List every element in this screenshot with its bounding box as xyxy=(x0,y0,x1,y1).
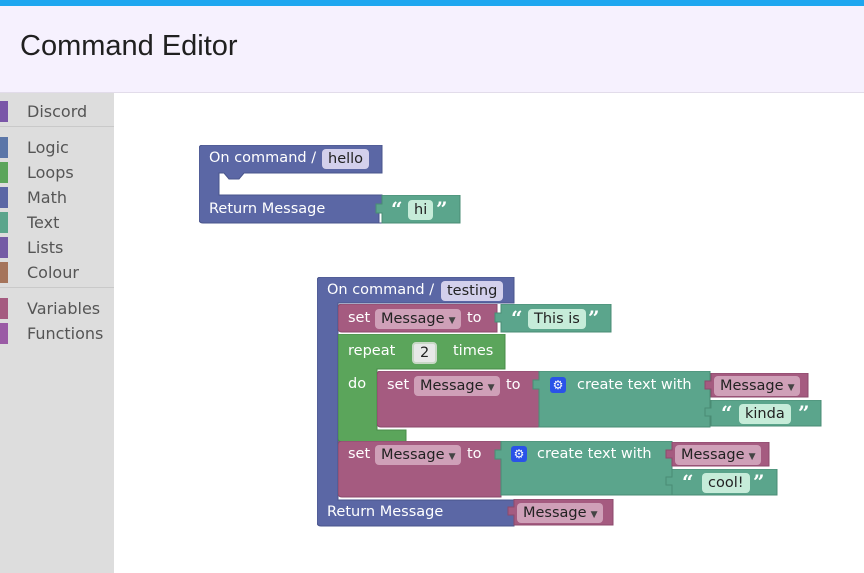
category-color-swatch xyxy=(0,262,8,283)
variable-getter-dropdown[interactable]: Message▼ xyxy=(517,503,604,523)
toolbox: Discord Logic Loops Math Text Lists Colo… xyxy=(0,93,114,573)
toolbox-separator xyxy=(0,287,114,288)
close-quote-icon: ” xyxy=(436,197,448,221)
dropdown-arrow-icon: ▼ xyxy=(590,510,598,520)
command-name-field[interactable]: testing xyxy=(441,281,504,301)
toolbox-separator xyxy=(0,126,114,127)
return-label: Return Message xyxy=(327,504,444,520)
dropdown-arrow-icon: ▼ xyxy=(448,452,456,462)
category-color-swatch xyxy=(0,237,8,258)
variable-getter-dropdown[interactable]: Message▼ xyxy=(675,445,762,465)
mutator-gear-icon[interactable]: ⚙ xyxy=(550,377,566,393)
command-prefix: On command / xyxy=(209,150,317,166)
toolbox-category-variables[interactable]: Variables xyxy=(0,298,114,320)
text-value-field[interactable]: This is xyxy=(528,309,586,329)
variable-getter-dropdown[interactable]: Message▼ xyxy=(714,376,801,396)
event-block-shape xyxy=(317,277,515,527)
top-accent-bar xyxy=(0,0,864,6)
times-keyword: times xyxy=(453,343,494,359)
toolbox-category-lists[interactable]: Lists xyxy=(0,237,114,259)
variable-name: Message xyxy=(720,378,784,394)
to-keyword: to xyxy=(506,377,521,393)
category-color-swatch xyxy=(0,101,8,122)
toolbox-category-loops[interactable]: Loops xyxy=(0,162,114,184)
open-quote-icon: “ xyxy=(721,401,733,425)
category-label: Lists xyxy=(27,238,64,257)
toolbox-category-logic[interactable]: Logic xyxy=(0,137,114,159)
text-value-field[interactable]: hi xyxy=(408,200,434,220)
category-label: Text xyxy=(27,213,60,232)
category-label: Colour xyxy=(27,263,79,282)
set-keyword: set xyxy=(387,377,410,393)
close-quote-icon: ” xyxy=(588,306,600,330)
variable-name: Message xyxy=(381,311,445,327)
repeat-count-field[interactable]: 2 xyxy=(412,342,438,364)
toolbox-category-math[interactable]: Math xyxy=(0,187,114,209)
category-label: Functions xyxy=(27,324,104,343)
set-keyword: set xyxy=(348,446,371,462)
variable-dropdown[interactable]: Message▼ xyxy=(375,445,462,465)
block-workspace[interactable]: On command / hello Return Message “ hi ”… xyxy=(114,93,864,573)
command-name-field[interactable]: hello xyxy=(322,149,370,169)
variable-name: Message xyxy=(420,378,484,394)
variable-dropdown[interactable]: Message▼ xyxy=(414,376,501,396)
close-quote-icon: ” xyxy=(798,401,810,425)
variable-name: Message xyxy=(523,505,587,521)
variable-name: Message xyxy=(681,447,745,463)
toolbox-category-colour[interactable]: Colour xyxy=(0,262,114,284)
category-label: Logic xyxy=(27,138,69,157)
category-color-swatch xyxy=(0,187,8,208)
dropdown-arrow-icon: ▼ xyxy=(448,316,456,326)
do-keyword: do xyxy=(348,376,367,392)
category-label: Variables xyxy=(27,299,101,318)
app-header: Command Editor xyxy=(0,6,864,93)
category-color-swatch xyxy=(0,212,8,233)
create-text-label: create text with xyxy=(577,377,692,393)
to-keyword: to xyxy=(467,310,482,326)
category-color-swatch xyxy=(0,298,8,319)
text-value-field[interactable]: cool! xyxy=(702,473,750,493)
return-label: Return Message xyxy=(209,201,326,217)
toolbox-category-functions[interactable]: Functions xyxy=(0,323,114,345)
open-quote-icon: “ xyxy=(391,197,403,221)
category-color-swatch xyxy=(0,162,8,183)
mutator-gear-icon[interactable]: ⚙ xyxy=(511,446,527,462)
variable-dropdown[interactable]: Message▼ xyxy=(375,309,462,329)
category-label: Discord xyxy=(27,102,88,121)
category-label: Math xyxy=(27,188,68,207)
dropdown-arrow-icon: ▼ xyxy=(748,452,756,462)
join-block-shape xyxy=(532,371,711,428)
category-label: Loops xyxy=(27,163,74,182)
page-title: Command Editor xyxy=(20,30,238,62)
toolbox-category-discord[interactable]: Discord xyxy=(0,101,114,123)
variable-name: Message xyxy=(381,447,445,463)
create-text-label: create text with xyxy=(537,446,652,462)
category-color-swatch xyxy=(0,323,8,344)
toolbox-category-text[interactable]: Text xyxy=(0,212,114,234)
to-keyword: to xyxy=(467,446,482,462)
dropdown-arrow-icon: ▼ xyxy=(487,383,495,393)
category-color-swatch xyxy=(0,137,8,158)
dropdown-arrow-icon: ▼ xyxy=(787,383,795,393)
open-quote-icon: “ xyxy=(511,306,523,330)
command-prefix: On command / xyxy=(327,282,435,298)
repeat-keyword: repeat xyxy=(348,343,396,359)
open-quote-icon: “ xyxy=(682,470,694,494)
close-quote-icon: ” xyxy=(753,470,765,494)
text-value-field[interactable]: kinda xyxy=(739,404,791,424)
set-keyword: set xyxy=(348,310,371,326)
